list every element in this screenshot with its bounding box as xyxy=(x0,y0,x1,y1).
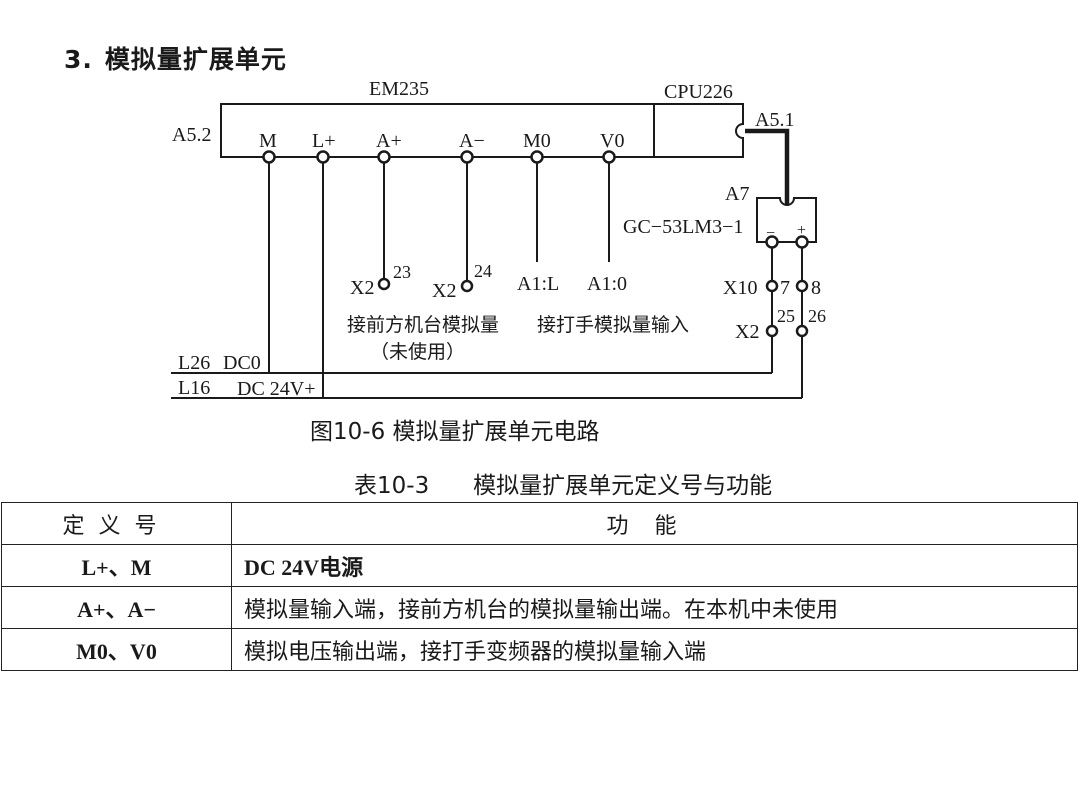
label-a7-plus: + xyxy=(797,222,806,239)
label-cpu226: CPU226 xyxy=(664,81,733,103)
row-function: DC 24V电源 xyxy=(231,544,1078,587)
figure-caption: 图10-6 模拟量扩展单元电路 xyxy=(310,419,600,445)
terminal-a7-plus xyxy=(795,235,809,249)
label-a51: A5.1 xyxy=(755,109,794,131)
header-definition-code: 定义号 xyxy=(1,502,232,545)
row-code: M0、V0 xyxy=(1,628,232,671)
terminal-x10-7 xyxy=(765,279,779,293)
a7-device-box xyxy=(756,197,817,243)
terminal-x2-25 xyxy=(765,324,779,338)
table-row: A+、A− 模拟量输入端，接前方机台的模拟量输出端。在本机中未使用 xyxy=(1,586,1078,629)
circuit-diagram: EM235 CPU226 A5.2 A5.1 A7 GC−53LM3−1 − +… xyxy=(171,78,826,400)
note-unused: （未使用） xyxy=(370,341,465,363)
label-x2-23-num: 23 xyxy=(393,262,411,282)
label-bus-dc0: DC0 xyxy=(223,352,261,374)
label-em235: EM235 xyxy=(369,78,429,100)
terminal-x2-23 xyxy=(377,277,391,291)
label-x10-8: 8 xyxy=(811,277,821,299)
label-terminal-lplus: L+ xyxy=(312,130,336,152)
terminal-m xyxy=(262,150,276,164)
row-function: 模拟量输入端，接前方机台的模拟量输出端。在本机中未使用 xyxy=(231,586,1078,629)
note-front-machine: 接前方机台模拟量 xyxy=(347,314,499,336)
terminal-aminus xyxy=(460,150,474,164)
label-a52: A5.2 xyxy=(172,124,211,146)
label-terminal-aplus: A+ xyxy=(376,130,402,152)
label-bus-l26: L26 xyxy=(178,352,210,374)
terminal-m0 xyxy=(530,150,544,164)
terminal-aplus xyxy=(377,150,391,164)
terminal-v0 xyxy=(602,150,616,164)
label-a7: A7 xyxy=(725,183,749,205)
section-heading: 3. 模拟量扩展单元 xyxy=(64,40,287,76)
row-code: L+、M xyxy=(1,544,232,587)
label-terminal-aminus: A− xyxy=(459,130,485,152)
label-gc53lm3: GC−53LM3−1 xyxy=(623,216,743,238)
table-row: L+、M DC 24V电源 xyxy=(1,544,1078,587)
cpu226-module-box xyxy=(653,103,744,158)
label-x2-24-num: 24 xyxy=(474,261,492,281)
label-x10: X10 xyxy=(723,277,757,299)
definition-function-table: 定义号 功能 L+、M DC 24V电源 A+、A− 模拟量输入端，接前方机台的… xyxy=(1,502,1078,671)
label-a1-0: A1:0 xyxy=(587,273,627,295)
label-a7-minus: − xyxy=(766,225,775,242)
label-bus-l16: L16 xyxy=(178,377,210,399)
header-function: 功能 xyxy=(231,502,1078,545)
terminal-a7-minus xyxy=(765,235,779,249)
table-header-row: 定义号 功能 xyxy=(1,502,1078,545)
section-number: 3. xyxy=(64,45,93,74)
table-row: M0、V0 模拟电压输出端，接打手变频器的模拟量输入端 xyxy=(1,628,1078,671)
section-title: 模拟量扩展单元 xyxy=(104,45,287,74)
note-hand-input: 接打手模拟量输入 xyxy=(537,314,689,336)
terminal-x2-24 xyxy=(460,279,474,293)
label-a1-l: A1:L xyxy=(517,273,559,295)
terminal-x10-8 xyxy=(795,279,809,293)
label-x2-24-prefix: X2 xyxy=(432,280,456,302)
label-terminal-m: M xyxy=(259,130,277,152)
terminal-x2-26 xyxy=(795,324,809,338)
em235-module-box xyxy=(220,103,655,158)
label-x2-right: X2 xyxy=(735,321,759,343)
label-x2-26: 26 xyxy=(808,306,826,326)
label-x10-7: 7 xyxy=(780,277,790,299)
label-x2-23-prefix: X2 xyxy=(350,277,374,299)
label-terminal-v0: V0 xyxy=(600,130,624,152)
table-caption: 表10-3 模拟量扩展单元定义号与功能 xyxy=(354,473,773,499)
a51-cable xyxy=(745,128,790,204)
label-bus-dc24: DC 24V+ xyxy=(237,378,316,400)
terminal-lplus xyxy=(316,150,330,164)
label-terminal-m0: M0 xyxy=(523,130,551,152)
row-code: A+、A− xyxy=(1,586,232,629)
label-x2-25: 25 xyxy=(777,306,795,326)
row-function: 模拟电压输出端，接打手变频器的模拟量输入端 xyxy=(231,628,1078,671)
